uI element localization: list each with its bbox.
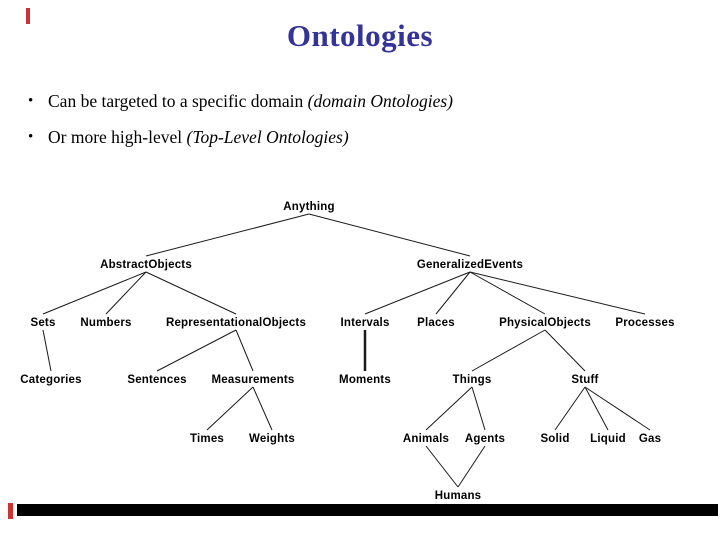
tree-edge-agents-humans bbox=[457, 445, 486, 488]
tree-edge-abstract-objects-representational-objects bbox=[145, 271, 237, 315]
bullet-text: Or more high-level (Top-Level Ontologies… bbox=[48, 126, 349, 149]
tree-node-agents: Agents bbox=[463, 433, 507, 445]
tree-node-things: Things bbox=[451, 374, 493, 386]
tree-node-moments: Moments bbox=[338, 374, 392, 386]
red-accent-bottom-left bbox=[8, 503, 13, 519]
tree-edge-stuff-liquid bbox=[584, 386, 609, 431]
tree-node-sentences: Sentences bbox=[126, 374, 188, 386]
tree-edge-generalized-events-intervals bbox=[364, 271, 471, 315]
bullet-item: • Or more high-level (Top-Level Ontologi… bbox=[28, 126, 700, 149]
tree-edge-stuff-solid bbox=[554, 386, 586, 431]
tree-node-physical-objects: PhysicalObjects bbox=[498, 317, 592, 329]
bullet-item: • Can be targeted to a specific domain (… bbox=[28, 90, 700, 113]
tree-edge-things-animals bbox=[425, 386, 473, 431]
bullet-dot-icon: • bbox=[28, 93, 34, 109]
tree-node-humans: Humans bbox=[433, 490, 483, 502]
tree-edge-anything-abstract-objects bbox=[145, 213, 310, 257]
bottom-bar bbox=[17, 504, 718, 516]
tree-node-abstract-objects: AbstractObjects bbox=[99, 259, 193, 271]
red-accent-top-left bbox=[26, 8, 30, 24]
bullet-regular-text: Or more high-level bbox=[48, 127, 187, 147]
tree-node-numbers: Numbers bbox=[79, 317, 133, 329]
tree-edge-generalized-events-physical-objects bbox=[469, 271, 546, 315]
bullet-list: • Can be targeted to a specific domain (… bbox=[28, 90, 700, 162]
tree-edge-abstract-objects-numbers bbox=[105, 271, 147, 315]
tree-node-generalized-events: GeneralizedEvents bbox=[415, 259, 525, 271]
tree-edge-physical-objects-stuff bbox=[544, 329, 586, 372]
bullet-italic-text: (Top-Level Ontologies) bbox=[186, 127, 349, 147]
tree-edge-animals-humans bbox=[425, 445, 459, 488]
tree-node-anything: Anything bbox=[282, 201, 336, 213]
tree-edge-abstract-objects-sets bbox=[42, 271, 147, 315]
tree-node-representational-objects: RepresentationalObjects bbox=[164, 317, 308, 329]
tree-edge-measurements-times bbox=[206, 386, 254, 431]
tree-edge-representational-objects-measurements bbox=[235, 329, 254, 372]
tree-edge-measurements-weights bbox=[252, 386, 273, 431]
tree-node-measurements: Measurements bbox=[210, 374, 296, 386]
bullet-text: Can be targeted to a specific domain (do… bbox=[48, 90, 453, 113]
tree-edge-sets-categories bbox=[42, 329, 52, 372]
tree-node-gas: Gas bbox=[637, 433, 663, 445]
tree-edge-stuff-gas bbox=[584, 386, 651, 431]
tree-node-liquid: Liquid bbox=[589, 433, 627, 445]
tree-node-times: Times bbox=[188, 433, 226, 445]
bullet-regular-text: Can be targeted to a specific domain bbox=[48, 91, 308, 111]
tree-edge-anything-generalized-events bbox=[308, 213, 471, 257]
tree-edge-representational-objects-sentences bbox=[156, 329, 237, 372]
tree-node-places: Places bbox=[416, 317, 456, 329]
bullet-dot-icon: • bbox=[28, 129, 34, 145]
slide-title: Ontologies bbox=[286, 18, 434, 53]
bullet-italic-text: (domain Ontologies) bbox=[307, 91, 453, 111]
tree-node-stuff: Stuff bbox=[570, 374, 600, 386]
tree-node-categories: Categories bbox=[19, 374, 83, 386]
tree-node-solid: Solid bbox=[539, 433, 571, 445]
tree-edge-generalized-events-places bbox=[435, 271, 471, 315]
tree-node-processes: Processes bbox=[614, 317, 676, 329]
tree-edge-generalized-events-processes bbox=[469, 271, 646, 315]
tree-node-intervals: Intervals bbox=[339, 317, 391, 329]
tree-edge-physical-objects-things bbox=[471, 329, 546, 372]
tree-node-sets: Sets bbox=[29, 317, 57, 329]
tree-edge-things-agents bbox=[471, 386, 486, 431]
tree-node-animals: Animals bbox=[401, 433, 451, 445]
tree-node-weights: Weights bbox=[248, 433, 296, 445]
